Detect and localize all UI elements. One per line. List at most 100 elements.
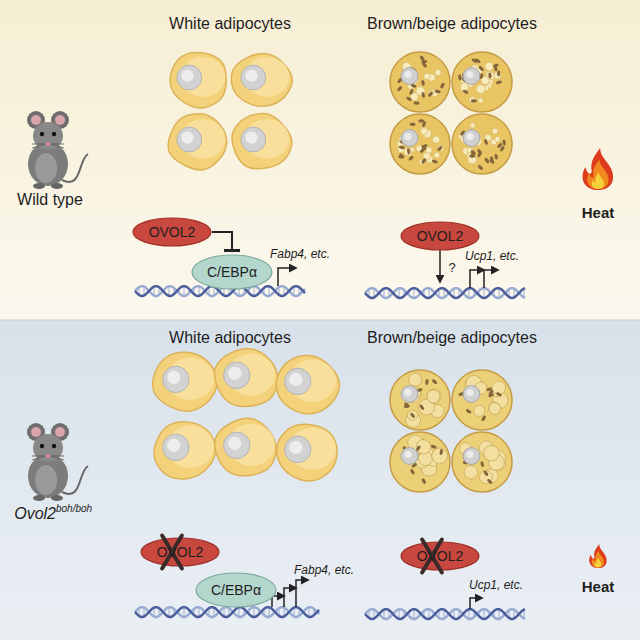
ellipse-shape: [192, 255, 272, 289]
panel-label: White adipocytes: [169, 15, 291, 33]
brown-adipocyte: [452, 432, 512, 492]
nucleus-highlight: [289, 441, 302, 454]
brown-adipocyte: [452, 114, 512, 174]
mouse-icon: [27, 423, 88, 501]
lipid-droplet: [438, 145, 444, 151]
mitochondrion: [502, 139, 506, 145]
mouse-foot: [51, 495, 63, 501]
lipid-droplet: [416, 440, 430, 454]
cell-membrane: [452, 432, 512, 492]
nucleus: [401, 386, 418, 403]
nucleus-highlight: [404, 133, 411, 140]
nucleus-highlight: [245, 69, 257, 81]
mitochondrion: [480, 461, 485, 468]
mouse-head: [33, 434, 63, 462]
lipid-droplet: [404, 148, 412, 156]
mitochondrion: [425, 379, 429, 385]
dna-strand: [365, 288, 525, 298]
lipid-droplet: [478, 98, 483, 103]
brown-adipocyte: [390, 432, 450, 492]
lipid-droplet: [492, 128, 498, 134]
dna-strand: [365, 609, 525, 619]
lipid-droplet: [432, 136, 439, 143]
cell-highlight: [289, 360, 337, 402]
brown-adipocyte: [390, 114, 450, 174]
mouse-whisker: [32, 456, 45, 457]
mitochondrion: [409, 123, 415, 126]
mitochondrion: [469, 154, 475, 157]
base-pair: [184, 607, 185, 617]
dna-strand: [135, 607, 319, 617]
nucleus: [401, 130, 418, 147]
nucleus: [177, 127, 202, 152]
mouse-ear-inner: [31, 115, 41, 125]
cell-highlight: [181, 119, 226, 159]
cell-highlight: [181, 57, 226, 97]
lipid-droplet: [421, 128, 428, 135]
mitochondrion: [421, 478, 427, 485]
panel-label: Brown/beige adipocytes: [367, 329, 537, 347]
mitochondrion: [407, 148, 411, 154]
protein-name: OVOL2: [417, 548, 464, 564]
mitochondrion: [397, 85, 403, 92]
protein-name: C/EBPα: [207, 264, 257, 280]
panel-label: White adipocytes: [169, 329, 291, 347]
transcription-arrow: [296, 580, 308, 607]
cell-membrane: [168, 114, 227, 170]
lipid-droplet: [464, 465, 478, 479]
lipid-droplet: [398, 146, 405, 153]
mitochondrion: [486, 387, 493, 392]
ellipse-shape: [196, 573, 276, 607]
cell-highlight: [167, 426, 215, 468]
gene-label: Ovol2: [14, 505, 56, 523]
white-adipocyte: [170, 53, 226, 108]
mouse-eye: [40, 132, 44, 136]
heat-label: Heat: [582, 578, 615, 595]
nucleus: [463, 386, 480, 403]
mitochondrion: [419, 404, 425, 411]
mitochondrion: [408, 155, 415, 161]
lipid-droplet: [435, 69, 441, 75]
base-pair: [254, 286, 255, 296]
nucleus: [163, 366, 189, 392]
bottom-panel: [0, 320, 640, 640]
mitochondrion: [419, 55, 425, 62]
mouse-whisker: [32, 144, 45, 148]
nucleus-highlight: [466, 133, 473, 140]
lipid-droplet: [468, 155, 477, 164]
transcription-arrow: [484, 270, 498, 288]
lipid-droplet: [484, 445, 499, 460]
base-pair: [184, 286, 185, 296]
nucleus-highlight: [181, 131, 193, 143]
white-adipocyte: [232, 114, 292, 169]
mitochondrion: [497, 70, 501, 76]
mitochondrion: [465, 408, 472, 414]
nucleus-highlight: [404, 451, 411, 458]
nucleus-highlight: [466, 389, 473, 396]
mouse-ear-inner: [55, 115, 65, 125]
brown-adipocyte: [390, 370, 450, 430]
base-pair: [414, 288, 415, 298]
mitochondrion: [439, 449, 443, 455]
lipid-droplet: [434, 152, 440, 158]
white-adipocyte: [168, 114, 227, 170]
nucleus-highlight: [404, 71, 411, 78]
ellipse-shape: [133, 218, 211, 246]
dna-helix: [365, 609, 525, 619]
lipid-droplet: [489, 403, 501, 415]
nucleus: [163, 434, 189, 460]
mouse-eye: [52, 444, 56, 448]
nucleus-highlight: [466, 71, 473, 78]
mitochondrion: [458, 74, 462, 80]
nucleus-highlight: [245, 131, 257, 143]
cell-highlight: [228, 424, 276, 466]
flame-outer: [583, 148, 614, 190]
gene-label: Fabp4, etc.: [270, 247, 330, 261]
gene-label: Ucp1, etc.: [469, 578, 523, 592]
mouse-ear-inner: [31, 427, 41, 437]
cell-membrane: [215, 418, 276, 475]
unknown-regulation-arrow: [439, 250, 441, 282]
mitochondrion: [432, 159, 439, 164]
lipid-droplet: [432, 448, 448, 464]
